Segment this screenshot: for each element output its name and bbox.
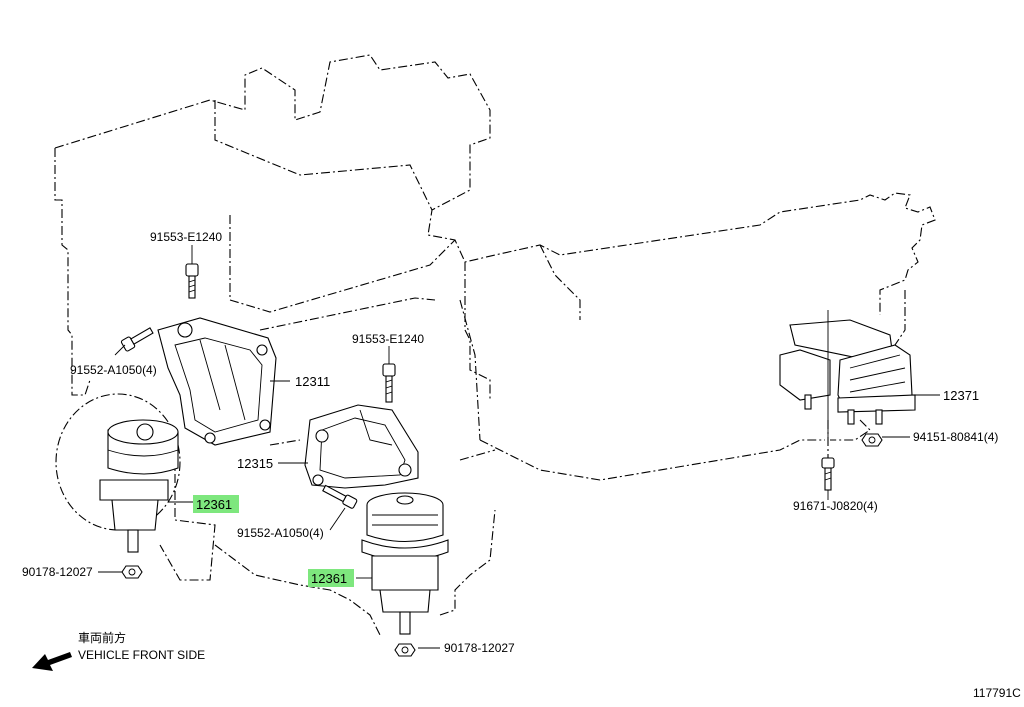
callout-bolt-left-mid[interactable]: 91552-A1050(4) xyxy=(70,363,157,377)
bolt-rear-shape xyxy=(821,457,835,491)
figure-number: 117791C xyxy=(973,686,1021,700)
callout-mount-rear[interactable]: 12371 xyxy=(943,388,979,403)
leader-lines xyxy=(98,245,940,649)
bolt-top-left-shape xyxy=(185,263,199,299)
callout-bolt-center[interactable]: 91552-A1050(4) xyxy=(237,526,324,540)
nut-rear-shape xyxy=(861,433,883,447)
bracket-left-shape xyxy=(157,317,277,446)
mount-left-shape xyxy=(99,419,179,553)
callout-mount-left[interactable]: 12361 xyxy=(196,497,232,512)
engine-outline xyxy=(54,54,936,636)
mount-center-shape xyxy=(361,492,449,635)
direction-japanese: 車両前方 xyxy=(78,630,126,645)
callout-nut-center[interactable]: 90178-12027 xyxy=(444,641,515,655)
arrow-left-icon xyxy=(32,652,72,671)
mount-rear-shape xyxy=(779,310,916,440)
callout-bracket-left[interactable]: 12311 xyxy=(295,374,330,389)
bolt-left-mid-shape xyxy=(120,327,154,352)
callout-nut-rear[interactable]: 94151-80841(4) xyxy=(913,430,998,444)
callout-mount-center[interactable]: 12361 xyxy=(311,571,347,586)
highlight-mount-center xyxy=(308,569,354,587)
highlight-mount-left xyxy=(193,495,239,513)
callout-bolt-top-left[interactable]: 91553-E1240 xyxy=(150,230,222,244)
bolt-top-center-shape xyxy=(382,363,396,403)
callout-bracket-center[interactable]: 12315 xyxy=(237,456,273,471)
bolt-center-shape xyxy=(322,484,358,509)
left-mount-outline xyxy=(55,393,181,531)
direction-english: VEHICLE FRONT SIDE xyxy=(78,648,205,662)
callout-bolt-rear[interactable]: 91671-J0820(4) xyxy=(793,499,878,513)
callout-nut-left[interactable]: 90178-12027 xyxy=(22,565,93,579)
bracket-center-shape xyxy=(304,404,419,489)
vehicle-front-indicator: 車両前方 VEHICLE FRONT SIDE xyxy=(32,630,205,671)
nut-center-shape xyxy=(394,643,416,657)
nut-left-shape xyxy=(121,565,143,579)
callout-bolt-top-center[interactable]: 91553-E1240 xyxy=(352,332,424,346)
